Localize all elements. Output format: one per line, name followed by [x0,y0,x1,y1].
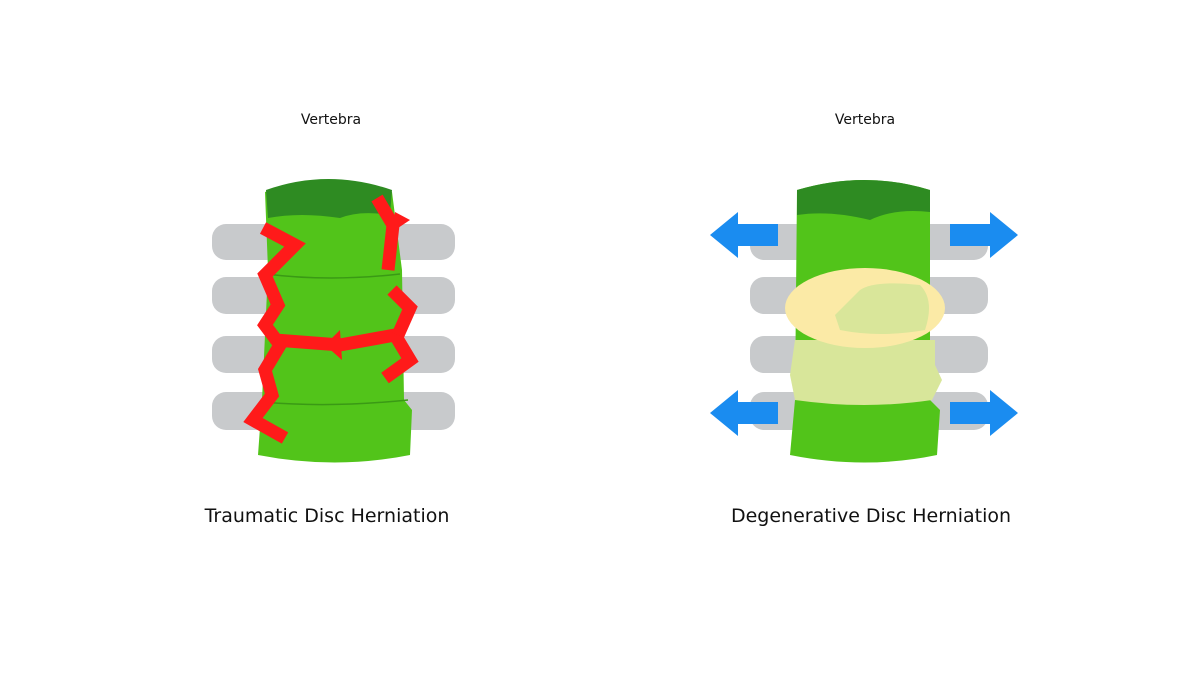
left-vertebra-label: Vertebra [300,112,362,128]
vertebra-top [266,179,392,218]
right-panel-title: Degenerative Disc Herniation [730,505,1012,527]
arrow-right-icon [950,390,1018,436]
degenerative-spine-illustration [710,180,1018,463]
pressure-arrows [710,212,1018,436]
arrow-left-icon [710,212,778,258]
disc-nucleus [835,283,929,334]
degenerated-disc-lower [790,340,942,405]
fracture-cracks [243,194,419,444]
right-vertebra-label: Vertebra [834,112,896,128]
vertebra-top [797,180,930,220]
traumatic-spine-illustration [212,179,455,463]
arrow-right-icon [950,212,1018,258]
left-panel-title: Traumatic Disc Herniation [204,505,450,527]
arrow-left-icon [710,390,778,436]
